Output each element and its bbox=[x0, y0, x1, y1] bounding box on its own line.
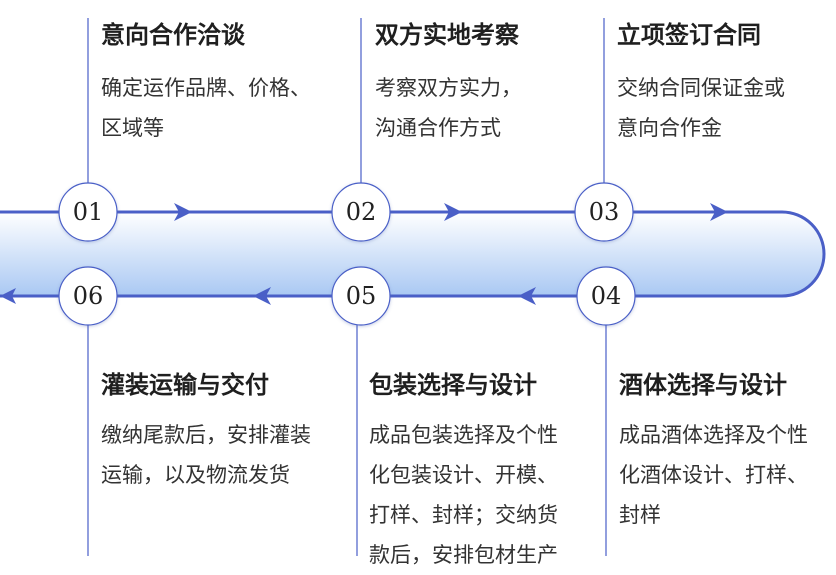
step-number: 04 bbox=[591, 282, 622, 310]
step-desc-line: 化酒体设计、打样、 bbox=[619, 463, 808, 487]
step-desc-line: 封样 bbox=[619, 503, 661, 527]
step-circle-02: 02 bbox=[331, 182, 391, 242]
step-title: 酒体选择与设计 bbox=[619, 371, 787, 399]
step-block-03: 立项签订合同 交纳合同保证金或 意向合作金 bbox=[617, 20, 785, 148]
step-number: 02 bbox=[346, 198, 377, 226]
step-number: 05 bbox=[346, 282, 377, 310]
arrow-right-icon bbox=[174, 203, 192, 221]
step-circle-05: 05 bbox=[331, 266, 391, 326]
flow-arrows bbox=[0, 203, 728, 305]
arrow-right-icon bbox=[710, 203, 728, 221]
connector-lines bbox=[87, 18, 607, 556]
step-circle-04: 04 bbox=[576, 266, 636, 326]
step-number: 06 bbox=[73, 282, 104, 310]
step-desc-line: 成品包装选择及个性 bbox=[369, 423, 558, 447]
step-desc-line: 沟通合作方式 bbox=[375, 116, 501, 140]
step-block-06: 灌装运输与交付 缴纳尾款后，安排灌装 运输，以及物流发货 bbox=[101, 370, 311, 495]
step-desc-line: 成品酒体选择及个性 bbox=[619, 423, 808, 447]
arrow-left-icon bbox=[253, 287, 271, 305]
step-block-02: 双方实地考察 考察双方实力， 沟通合作方式 bbox=[375, 20, 522, 148]
step-desc-line: 缴纳尾款后，安排灌装 bbox=[101, 423, 311, 447]
step-block-04: 酒体选择与设计 成品酒体选择及个性 化酒体设计、打样、 封样 bbox=[619, 370, 808, 535]
step-description: 考察双方实力， 沟通合作方式 bbox=[375, 68, 522, 148]
step-description: 交纳合同保证金或 意向合作金 bbox=[617, 68, 785, 148]
step-block-05: 包装选择与设计 成品包装选择及个性 化包装设计、开模、 打样、封样；交纳货 款后… bbox=[369, 370, 558, 575]
step-description: 确定运作品牌、价格、 区域等 bbox=[101, 68, 311, 148]
step-desc-line: 交纳合同保证金或 bbox=[617, 76, 785, 100]
step-block-01: 意向合作洽谈 确定运作品牌、价格、 区域等 bbox=[101, 20, 311, 148]
step-title: 意向合作洽谈 bbox=[101, 21, 245, 49]
flow-band-outline bbox=[0, 210, 826, 298]
step-desc-line: 区域等 bbox=[101, 116, 164, 140]
arrow-left-icon bbox=[0, 288, 16, 304]
step-number: 03 bbox=[589, 198, 620, 226]
arrow-right-icon bbox=[444, 203, 462, 221]
step-title: 双方实地考察 bbox=[375, 21, 519, 49]
step-description: 成品酒体选择及个性 化酒体设计、打样、 封样 bbox=[619, 415, 808, 535]
step-desc-line: 打样、封样；交纳货 bbox=[369, 503, 558, 527]
step-description: 成品包装选择及个性 化包装设计、开模、 打样、封样；交纳货 款后，安排包材生产 bbox=[369, 415, 558, 575]
process-flow-diagram: 01 02 03 04 05 06 bbox=[0, 18, 826, 556]
flow-band bbox=[0, 212, 824, 296]
step-circle-03: 03 bbox=[574, 182, 634, 242]
step-desc-line: 意向合作金 bbox=[617, 116, 722, 140]
step-desc-line: 考察双方实力， bbox=[375, 76, 522, 100]
step-title: 立项签订合同 bbox=[617, 21, 761, 49]
step-circle-06: 06 bbox=[58, 266, 118, 326]
step-title: 包装选择与设计 bbox=[369, 371, 537, 399]
arrow-left-icon bbox=[518, 287, 536, 305]
step-desc-line: 款后，安排包材生产 bbox=[369, 543, 558, 567]
step-number: 01 bbox=[73, 198, 104, 226]
step-circle-01: 01 bbox=[58, 182, 118, 242]
step-title: 灌装运输与交付 bbox=[101, 371, 269, 399]
step-desc-line: 运输，以及物流发货 bbox=[101, 463, 290, 487]
step-desc-line: 确定运作品牌、价格、 bbox=[101, 76, 311, 100]
step-description: 缴纳尾款后，安排灌装 运输，以及物流发货 bbox=[101, 415, 311, 495]
step-desc-line: 化包装设计、开模、 bbox=[369, 463, 558, 487]
